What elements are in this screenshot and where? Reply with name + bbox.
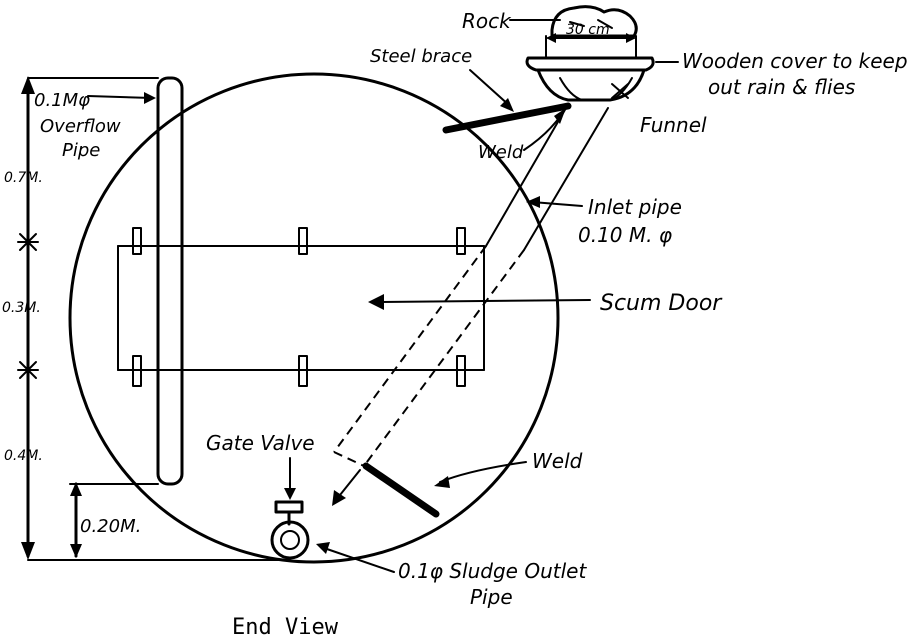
- width-label: 30 cm: [566, 22, 610, 38]
- dim-07-label: 0.7M.: [4, 170, 43, 186]
- scum-door-label: Scum Door: [600, 291, 723, 316]
- steel-brace: [442, 102, 572, 134]
- wooden-cover: [525, 35, 655, 72]
- wooden-cover-label-1: Wooden cover to keep: [682, 49, 908, 73]
- overflow-pipe: [156, 76, 184, 486]
- inlet-pipe-label-1: Inlet pipe: [588, 195, 682, 219]
- hinge-tl: [132, 227, 142, 255]
- weld-bottom-pointer: [439, 461, 527, 483]
- scum-door-arrowhead: [368, 294, 384, 310]
- dimension-left: [17, 76, 291, 561]
- weld-top-arrowhead: [554, 108, 566, 124]
- dim-04-label: 0.4M.: [4, 448, 43, 464]
- dim-03-label: 0.3M.: [2, 300, 41, 316]
- rock: [550, 5, 638, 38]
- overflow-label-2: Overflow: [40, 116, 121, 137]
- steel-brace-arrowhead: [500, 98, 514, 112]
- rock-label: Rock: [462, 9, 512, 33]
- sludge-arrowhead: [316, 542, 330, 554]
- hinge-tr: [456, 227, 466, 255]
- inlet-pipe: [333, 107, 609, 467]
- wooden-cover-label-2: out rain & flies: [708, 75, 855, 99]
- weld-bottom-arrowhead: [434, 476, 450, 488]
- overflow-pointer-arrow: [87, 95, 153, 99]
- inlet-pointer-arrow: [531, 201, 583, 207]
- funnel-pointer-x: [611, 83, 629, 99]
- steel-brace-label: Steel brace: [370, 46, 472, 67]
- hinge-tm: [298, 227, 308, 255]
- width-arrow-left: [546, 33, 556, 43]
- sludge-pointer: [323, 547, 395, 573]
- hinge-bl: [132, 355, 142, 387]
- overflow-label-1: 0.1Mφ: [34, 90, 90, 111]
- weld-top-pointer: [523, 113, 563, 151]
- inlet-flow-arrowhead: [332, 490, 346, 506]
- scum-door: [117, 227, 485, 387]
- inlet-pointer-arrowhead: [526, 196, 540, 208]
- dim-020-label: 0.20M.: [80, 516, 141, 537]
- tank-circle: [68, 72, 560, 564]
- hinge-bm: [298, 355, 308, 387]
- overflow-arrowhead: [144, 92, 156, 104]
- caption: End View: [232, 615, 339, 639]
- bottom-brace: [362, 462, 440, 518]
- weld-bottom-label: Weld: [532, 449, 583, 473]
- sludge-label-1: 0.1φ Sludge Outlet: [398, 559, 587, 583]
- gate-valve-arrowhead: [284, 488, 296, 500]
- weld-top-label: Weld: [478, 142, 524, 163]
- sludge-label-2: Pipe: [470, 585, 513, 609]
- steel-brace-pointer: [469, 69, 511, 107]
- funnel-label: Funnel: [640, 113, 707, 137]
- gate-valve: [270, 500, 310, 560]
- width-arrow-right: [626, 33, 636, 43]
- hinge-br: [456, 355, 466, 387]
- inlet-pipe-label-2: 0.10 M. φ: [578, 223, 672, 247]
- overflow-label-3: Pipe: [62, 140, 100, 161]
- gate-valve-label: Gate Valve: [206, 431, 315, 455]
